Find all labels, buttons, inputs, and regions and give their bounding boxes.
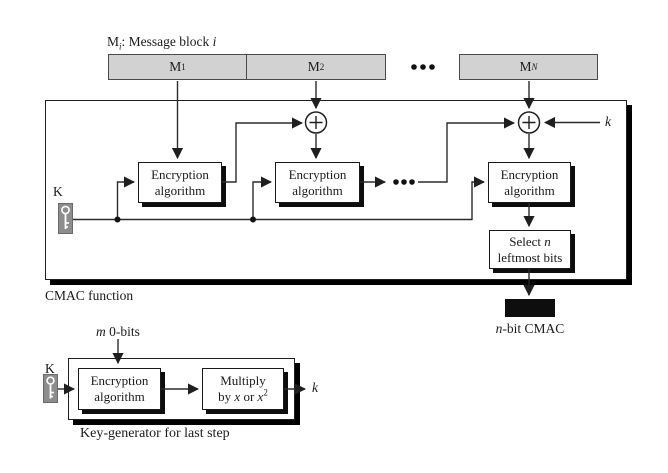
cmac-function-caption: CMAC function: [45, 288, 134, 303]
key-icon: [43, 374, 58, 403]
m-zero-bits-label: m 0-bits: [96, 324, 140, 339]
select-leftmost-bits-box: Select n leftmost bits: [489, 230, 571, 269]
keygen-encryption-box: Encryption algorithm: [78, 368, 161, 410]
encryption-box-3: Encryption algorithm: [488, 162, 571, 203]
k-output-label: k: [312, 380, 318, 395]
message-block-caption: Mi: Message block i: [107, 34, 217, 52]
ellipsis-icon: [411, 64, 435, 70]
output-label: n-bit CMAC: [495, 321, 565, 336]
keygen-caption: Key-generator for last step: [80, 426, 230, 441]
key-icon: [58, 203, 73, 234]
key-label: K: [53, 184, 63, 199]
multiply-box: Multiply by x or x2: [202, 368, 284, 410]
k-input-label: k: [605, 114, 611, 129]
encryption-box-2: Encryption algorithm: [275, 162, 360, 203]
keygen-key-label: K: [45, 361, 55, 376]
encryption-box-1: Encryption algorithm: [138, 162, 222, 203]
cmac-output-box: [505, 299, 555, 317]
